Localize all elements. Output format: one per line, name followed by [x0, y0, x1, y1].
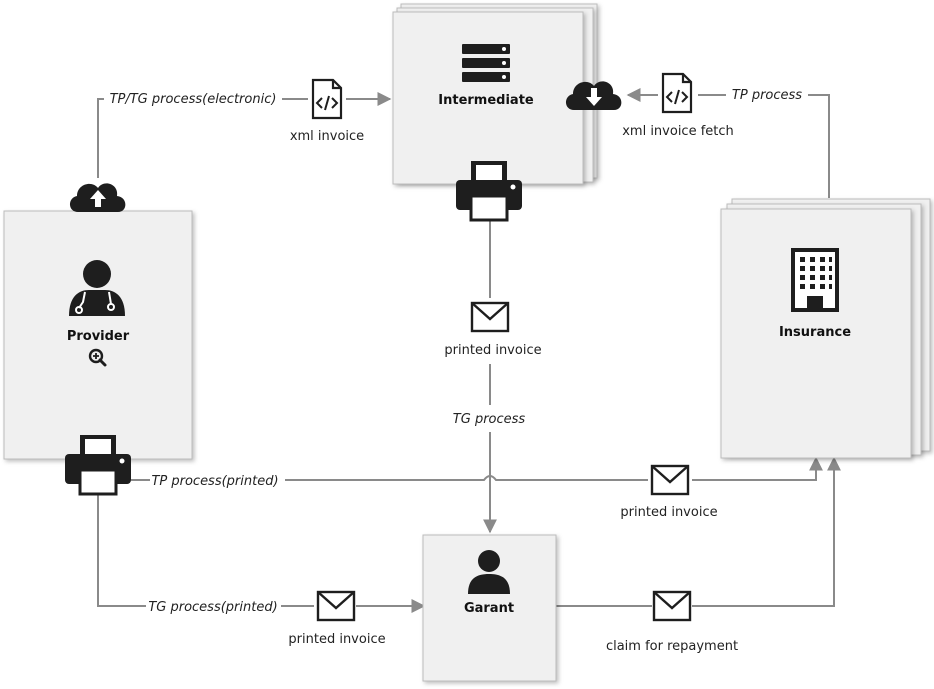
- doc-label-xml-invoice-fetch: xml invoice fetch: [622, 124, 734, 139]
- doc-label-printed-invoice: printed invoice: [620, 505, 717, 520]
- provider-title: Provider: [67, 329, 130, 344]
- edge-electronic-rise: [97, 98, 104, 178]
- zoom-in-icon[interactable]: [88, 348, 107, 367]
- intermediate-node[interactable]: Intermediate: [392, 3, 598, 185]
- doc-label-printed-invoice: printed invoice: [288, 632, 385, 647]
- edge-label-tp-printed: TP process(printed): [151, 474, 278, 489]
- building-icon: [791, 248, 839, 312]
- cloud-download-icon[interactable]: [565, 81, 622, 110]
- server-icon: [462, 44, 510, 82]
- garant-node[interactable]: Garant: [422, 534, 557, 682]
- cloud-upload-icon[interactable]: [69, 183, 126, 212]
- doc-label-xml-invoice: xml invoice: [290, 129, 364, 144]
- doctor-icon: [69, 260, 125, 316]
- code-document-icon: [661, 72, 693, 114]
- garant-title: Garant: [464, 601, 514, 616]
- envelope-icon: [470, 301, 510, 333]
- edge-tg-printed-1: [97, 492, 146, 607]
- edge-claim-2: [692, 456, 841, 607]
- doc-label-printed-invoice: printed invoice: [444, 343, 541, 358]
- envelope-icon: [650, 464, 690, 496]
- doc-label-claim-for-repayment: claim for repayment: [606, 639, 738, 654]
- edge-label-tp-process: TP process: [732, 88, 802, 103]
- edge-label-tg-process: TG process: [453, 412, 526, 427]
- insurance-node[interactable]: Insurance: [720, 198, 931, 459]
- edge-fetch-rise: [808, 94, 830, 198]
- edge-label-electronic: TP/TG process(electronic): [110, 92, 277, 107]
- edge-tp-printed-3: [692, 456, 823, 481]
- envelope-icon: [316, 590, 356, 622]
- provider-node[interactable]: Provider: [3, 210, 193, 460]
- code-document-icon: [311, 78, 343, 120]
- edge-tp-printed-2: [285, 475, 648, 481]
- edge-label-tg-printed: TG process(printed): [148, 600, 277, 615]
- insurance-title: Insurance: [779, 325, 851, 340]
- intermediate-title: Intermediate: [438, 93, 534, 108]
- envelope-icon: [652, 590, 692, 622]
- user-icon: [468, 550, 510, 594]
